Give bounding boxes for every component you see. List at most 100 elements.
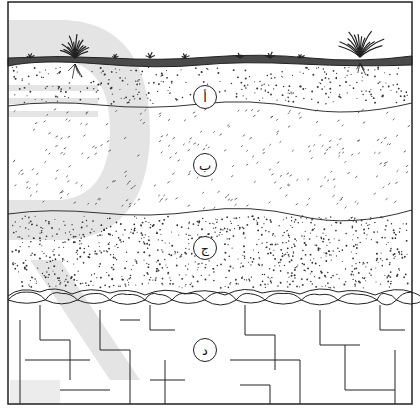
soil-particle <box>149 227 151 229</box>
soil-particle <box>67 193 69 195</box>
soil-particle <box>404 151 406 153</box>
soil-particle <box>24 215 25 216</box>
soil-particle <box>15 78 17 80</box>
soil-particle <box>256 88 258 90</box>
soil-particle <box>170 92 171 93</box>
soil-particle <box>73 236 75 238</box>
soil-particle <box>389 262 391 264</box>
soil-particle <box>80 238 81 239</box>
soil-particle <box>58 247 59 248</box>
soil-particle <box>331 171 333 173</box>
soil-particle <box>377 66 379 68</box>
soil-particle <box>161 198 163 200</box>
soil-particle <box>66 176 68 178</box>
soil-particle <box>312 74 314 76</box>
soil-particle <box>359 242 360 243</box>
soil-particle <box>299 86 301 88</box>
soil-particle <box>158 83 160 85</box>
soil-particle <box>303 73 304 74</box>
soil-particle <box>156 261 157 262</box>
soil-particle <box>175 98 177 100</box>
soil-particle <box>106 124 108 126</box>
soil-particle <box>313 258 314 259</box>
soil-particle <box>220 263 222 265</box>
soil-particle <box>60 192 62 194</box>
soil-particle <box>355 267 357 269</box>
soil-particle <box>245 110 247 112</box>
soil-particle <box>280 249 282 251</box>
soil-particle <box>363 287 364 288</box>
soil-particle <box>205 221 206 222</box>
soil-particle <box>292 255 294 257</box>
soil-particle <box>144 217 145 218</box>
soil-particle <box>134 216 135 217</box>
soil-particle <box>66 112 68 114</box>
soil-particle <box>167 272 169 274</box>
soil-particle <box>237 76 239 78</box>
soil-particle <box>99 199 101 201</box>
soil-particle <box>257 229 259 231</box>
soil-particle <box>399 231 401 233</box>
soil-particle <box>147 266 149 268</box>
soil-particle <box>384 275 385 276</box>
soil-particle <box>58 280 59 281</box>
soil-particle <box>95 203 97 205</box>
soil-particle <box>391 223 393 225</box>
soil-particle <box>293 251 294 252</box>
soil-particle <box>160 75 161 76</box>
soil-particle <box>149 279 151 281</box>
soil-particle <box>251 276 252 277</box>
soil-particle <box>22 242 23 243</box>
soil-particle <box>287 230 288 231</box>
soil-particle <box>100 224 102 226</box>
root <box>360 63 366 75</box>
soil-particle <box>178 234 179 235</box>
soil-particle <box>398 251 400 253</box>
soil-particle <box>116 244 118 246</box>
soil-particle <box>138 92 139 93</box>
soil-particle <box>274 77 275 78</box>
soil-particle <box>13 70 15 72</box>
soil-particle <box>152 103 153 104</box>
soil-particle <box>382 94 384 96</box>
soil-particle <box>265 287 266 288</box>
soil-particle <box>214 223 215 224</box>
soil-particle <box>134 98 135 99</box>
soil-particle <box>329 242 330 243</box>
soil-particle <box>111 278 113 280</box>
soil-particle <box>150 100 151 101</box>
soil-particle <box>158 220 160 222</box>
soil-particle <box>203 207 205 209</box>
soil-particle <box>39 244 41 246</box>
soil-particle <box>212 223 213 224</box>
soil-particle <box>330 216 332 218</box>
soil-particle <box>351 74 352 75</box>
soil-particle <box>407 95 408 96</box>
soil-particle <box>256 220 257 221</box>
soil-particle <box>314 244 315 245</box>
soil-particle <box>224 228 226 230</box>
soil-particle <box>126 199 128 201</box>
soil-particle <box>184 252 186 254</box>
soil-particle <box>374 76 376 78</box>
soil-particle <box>354 285 356 287</box>
soil-particle <box>282 253 283 254</box>
soil-particle <box>245 78 247 80</box>
soil-particle <box>356 253 357 254</box>
soil-particle <box>351 217 353 219</box>
soil-particle <box>258 239 259 240</box>
soil-particle <box>362 277 363 278</box>
soil-particle <box>398 88 400 90</box>
soil-particle <box>241 263 242 264</box>
soil-particle <box>15 249 17 251</box>
rock <box>110 294 145 305</box>
soil-particle <box>61 138 63 140</box>
soil-particle <box>42 273 43 274</box>
soil-particle <box>380 284 381 285</box>
soil-particle <box>69 82 70 83</box>
soil-particle <box>294 238 296 240</box>
soil-particle <box>331 224 332 225</box>
soil-particle <box>169 157 171 159</box>
soil-particle <box>333 70 335 72</box>
soil-particle <box>140 232 142 234</box>
